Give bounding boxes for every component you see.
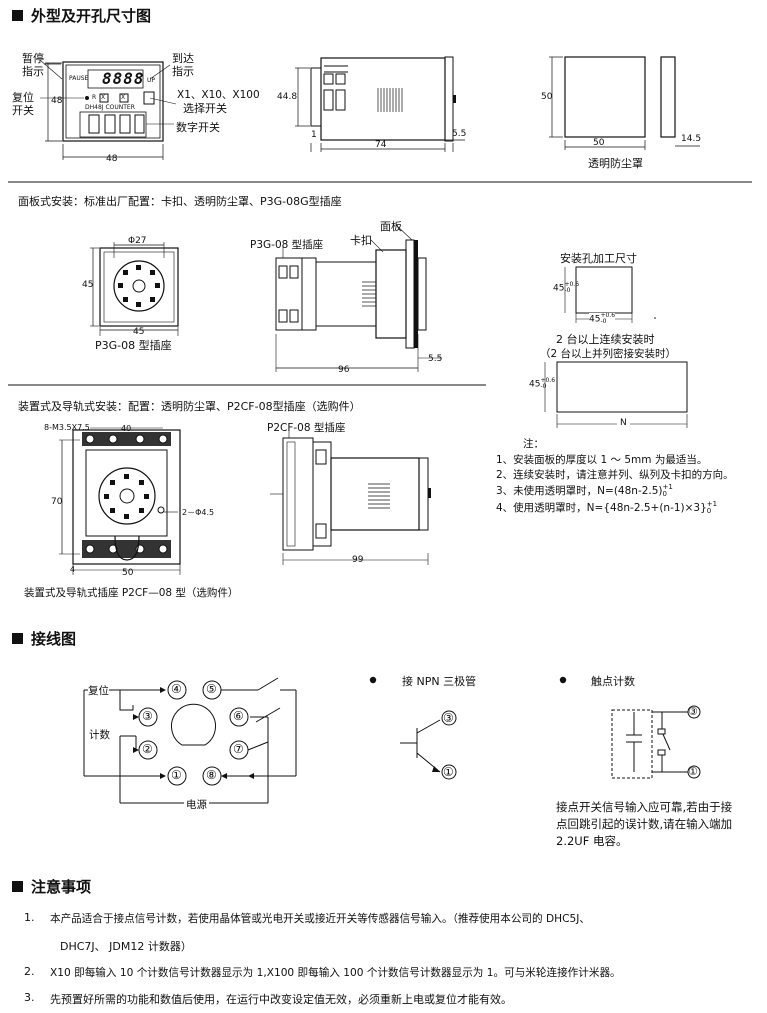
section-title-notes: 注意事项 [12,876,91,897]
npn-title: 接 NPN 三极管 [402,675,477,688]
section-title-outline: 外型及开孔尺寸图 [12,5,151,26]
multi-dim-n: N [617,418,630,428]
up-tag: UP [147,77,156,84]
display-digits: 8888 [102,69,145,88]
digit-switch-label: 数字开关 [176,121,220,134]
side-dim-height: 44.8 [277,92,298,102]
panel-dim-total: 96 [338,365,350,375]
cover-dim-depth: 14.5 [681,134,702,144]
multi-title-1: 2 台以上连续安装时 [556,333,655,346]
contact-note-1: 接点开关信号输入应可靠,若由于接 [556,800,733,814]
reset-switch-label: 复位开关 [12,91,34,117]
npn-pin-1: ① [443,765,454,779]
socket-caption: P3G-08 型插座 [95,339,172,352]
rail-dim-total: 99 [352,555,364,565]
contact-note-2: 点回跳引起的误计数,请在输入端加 [556,817,733,831]
npn-pin-3: ③ [443,711,454,725]
wiring-reset-label: 复位 [88,683,109,698]
rail-dim-h: 70 [51,497,63,507]
range-label: X1、X10、X100 [177,89,260,101]
contact-pin-1: ① [688,765,698,778]
wiring-pin-4: ④ [171,682,182,696]
wiring-pin-3: ③ [142,709,153,723]
note-2-text: X10 即每输入 10 个计数信号计数器显示为 1,X100 即每输入 100 … [50,967,621,979]
multi-dim-v: 45+0.6-0 [529,377,556,390]
front-dim-width: 48 [106,154,118,164]
x-tag-1: X [101,94,106,101]
cover-caption: 透明防尘罩 [588,157,643,170]
divider-lines [8,181,752,386]
cutout-note-1: 1、安装面板的厚度以 1 ～ 5mm 为最适当。 [496,454,708,466]
panel-mount-heading: 面板式安装：标准出厂配置：卡扣、透明防尘罩、P3G-08G型插座 [18,195,342,208]
front-panel-drawing [39,59,177,160]
select-switch-label: 选择开关 [183,102,227,115]
side-dim-back: 5.5 [452,129,467,139]
contact-pin-3: ③ [688,705,698,718]
side-socket-label: P3G-08 型插座 [250,239,324,251]
cover-dim-width: 50 [593,138,605,148]
rail-hole-label: 2－Φ4.5 [182,508,215,517]
section-title-wiring: 接线图 [12,628,76,649]
note-1-line-b: DHC7J、 JDM12 计数器） [60,940,192,953]
side-view-drawing [295,56,465,152]
rail-dim-bottom: 50 [122,568,134,578]
wiring-pin-2: ② [142,742,153,756]
wiring-pin-8: ⑧ [206,768,217,782]
rail-side-drawing [270,430,431,565]
panel-side-drawing [275,224,442,372]
rail-screw-label: 8-M3.5X7.5 [44,423,90,432]
cutout-note-head: 注： [523,438,544,450]
rail-mount-heading: 装置式及导轨式安装：配置：透明防尘罩、P2CF-08型插座（选购件） [18,400,361,413]
front-dim-height: 48 [51,96,63,106]
wiring-power-label: 电源 [184,797,209,812]
note-1-line-a: 本产品适合于接点信号计数，若使用晶体管或光电开关或接近开关等传感器信号输入。（推… [50,913,590,925]
square-bullet-icon [12,881,23,892]
arrive-label: 到达指示 [172,52,194,78]
cutout-title: 安装孔加工尺寸 [560,252,637,265]
wiring-count-label: 计数 [89,727,110,742]
panel-label: 面板 [380,220,402,233]
wiring-pin-6: ⑥ [233,709,244,723]
cutout-dim-h: 45+0.6-0 [589,312,616,325]
wiring-diagram [83,676,701,804]
socket-dim-w: 45 [133,327,145,337]
clip-label: 卡扣 [350,234,372,247]
model-tag: DH48J COUNTER [85,104,135,111]
note-2-number: 2. [24,965,35,978]
socket-dim-h: 45 [82,280,94,290]
square-bullet-icon [12,633,23,644]
pause-label: 暂停指示 [22,52,44,78]
r-tag: R [92,94,97,101]
pause-tag: PAUSE [69,75,89,82]
rail-side-socket-label: P2CF-08 型插座 [267,422,346,434]
panel-dim-back: 5.5 [428,354,443,364]
wiring-pin-1: ① [171,768,182,782]
cutout-note-2: 2、连续安装时，请注意并列、纵列及卡扣的方向。 [496,469,734,481]
note-3-number: 3. [24,991,35,1004]
p3g-socket-drawing [90,242,179,336]
rail-dim-w: 40 [121,424,132,433]
cover-dim-height: 50 [541,92,553,102]
cutout-dim-v: 45+0.6-0 [553,281,580,294]
rail-caption: 装置式及导轨式插座 P2CF—08 型（选购件） [24,587,239,599]
dust-cover-drawing [549,56,700,150]
note-3-text: 先预置好所需的功能和数值后使用，在运行中改变设定值无效，必须重新上电或复位才能有… [50,993,512,1006]
rail-dim-small: 4 [70,565,76,574]
multi-title-2: （2 台以上并列密接安装时） [540,348,677,360]
wiring-pin-7: ⑦ [233,742,244,756]
x-tag-2: X [121,94,126,101]
p2cf-socket-drawing [59,427,181,575]
contact-note-3: 2.2UF 电容。 [556,834,628,848]
contact-title: 触点计数 [591,675,635,688]
side-dim-depth: 74 [375,140,387,150]
note-1-number: 1. [24,911,35,924]
side-dim-front: 1 [311,130,317,140]
wiring-pin-5: ⑤ [206,682,217,696]
square-bullet-icon [12,10,23,21]
socket-dim-dia: Φ27 [128,236,147,246]
